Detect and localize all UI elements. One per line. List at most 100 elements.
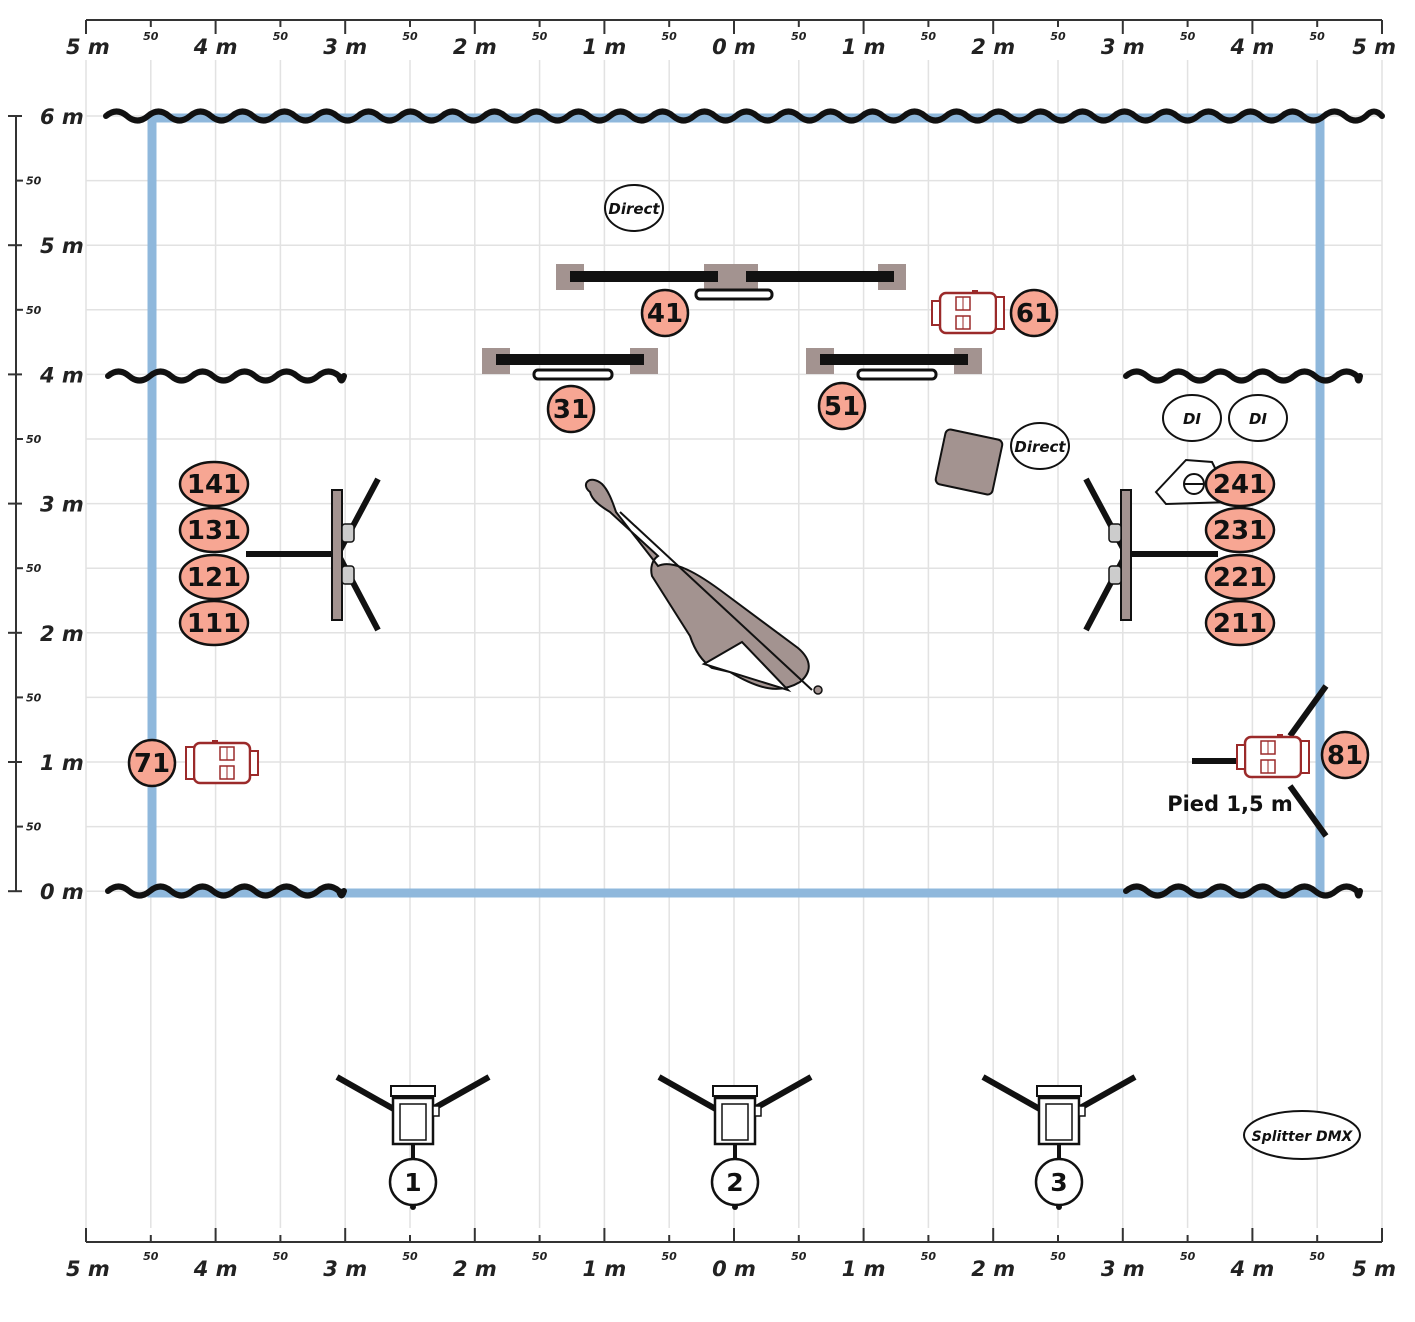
channel-badge-81: 81 — [1320, 730, 1370, 780]
channel-badge-211: 211 — [1204, 599, 1276, 647]
channel-badge-label: 241 — [1213, 470, 1267, 500]
lighting-tree-left — [246, 477, 381, 632]
front-spot-label: 3 — [1050, 1168, 1067, 1197]
tag-di-2: DI — [1228, 394, 1288, 442]
channel-badge-label: 31 — [553, 395, 589, 425]
ruler-label: 2 m — [40, 622, 84, 646]
mid-truss-right — [806, 348, 982, 381]
channel-badge-141: 141 — [178, 460, 250, 508]
ruler-half-label: 50 — [662, 30, 678, 43]
ruler-half-label: 50 — [921, 1250, 937, 1263]
channel-badge-41: 41 — [640, 288, 690, 338]
ruler-half-label: 50 — [532, 1250, 548, 1263]
ruler-label: 5 m — [66, 1257, 110, 1281]
ruler-label: 1 m — [40, 751, 84, 775]
ruler-label: 4 m — [193, 35, 238, 59]
channel-badge-label: 231 — [1213, 516, 1267, 546]
ruler-half-label: 50 — [921, 30, 937, 43]
ruler-half-label: 50 — [1310, 30, 1326, 43]
ruler-label: 3 m — [323, 1257, 367, 1281]
tag-direct-mid: Direct — [1010, 422, 1070, 470]
ruler-half-label: 50 — [26, 304, 42, 317]
ruler-label: 5 m — [66, 35, 110, 59]
ruler-label: 3 m — [1101, 1257, 1145, 1281]
ruler-half-label: 50 — [26, 433, 42, 446]
curtains — [103, 108, 1385, 899]
channel-badge-label: 211 — [1213, 609, 1267, 639]
front-spot-label: 2 — [726, 1168, 743, 1197]
channel-badge-221: 221 — [1204, 553, 1276, 601]
curtain — [1123, 883, 1363, 899]
grid — [85, 60, 1383, 1228]
led-bar — [694, 288, 774, 301]
channel-badge-111: 111 — [178, 599, 250, 647]
curtain — [105, 368, 347, 384]
ruler-half-label: 50 — [26, 821, 42, 834]
channel-badge-label: 71 — [134, 749, 170, 779]
ruler-label: 2 m — [453, 1257, 497, 1281]
ruler-half-label: 50 — [26, 691, 42, 704]
channel-badge-label: 61 — [1016, 299, 1052, 329]
tag-direct-top: Direct — [604, 184, 664, 232]
channel-badge-label: 131 — [187, 516, 241, 546]
red-lamps — [185, 290, 1310, 785]
ruler-half-label: 50 — [26, 175, 42, 188]
ruler-label: 4 m — [1229, 1257, 1274, 1281]
tag-di-2-label: DI — [1249, 410, 1267, 428]
channel-badge-241: 241 — [1204, 460, 1276, 508]
curtain — [1123, 368, 1363, 384]
ruler-label: 1 m — [842, 1257, 886, 1281]
ruler-half-label: 50 — [273, 1250, 289, 1263]
amp-box — [934, 428, 1004, 496]
fresnel-lamp-icon — [931, 290, 1005, 335]
channel-badge-121: 121 — [178, 553, 250, 601]
ruler-half-label: 50 — [402, 30, 418, 43]
ruler-label: 5 m — [1352, 35, 1396, 59]
front-spots: 1 2 3 — [335, 1074, 1137, 1210]
ruler-label: 2 m — [453, 35, 497, 59]
stand-height-note: Pied 1,5 m — [1167, 792, 1293, 816]
channel-badge-label: 221 — [1213, 563, 1267, 593]
ruler-half-label: 50 — [791, 30, 807, 43]
ruler-label: 2 m — [971, 1257, 1015, 1281]
channel-badge-131: 131 — [178, 506, 250, 554]
curtain — [105, 883, 347, 899]
channel-badge-231: 231 — [1204, 506, 1276, 554]
ruler-label: 5 m — [1352, 1257, 1396, 1281]
ruler-half-label: 50 — [273, 30, 289, 43]
fresnel-lamp-icon — [1236, 734, 1310, 779]
ruler-label: 1 m — [582, 1257, 626, 1281]
channel-badge-61: 61 — [1009, 288, 1059, 338]
ruler-half-label: 50 — [1310, 1250, 1326, 1263]
mid-truss-left — [482, 348, 658, 381]
front-spot-2: 2 — [657, 1074, 813, 1210]
ruler-half-label: 50 — [791, 1250, 807, 1263]
ruler-label: 0 m — [712, 35, 756, 59]
lighting-tree-right — [1083, 477, 1218, 632]
ruler-half-label: 50 — [1050, 1250, 1066, 1263]
front-spot-1: 1 — [335, 1074, 491, 1210]
channel-badge-label: 41 — [647, 299, 683, 329]
ruler-half-label: 50 — [1180, 1250, 1196, 1263]
ruler-label: 3 m — [40, 493, 84, 517]
ruler-half-label: 50 — [532, 30, 548, 43]
ruler-label: 6 m — [40, 105, 84, 129]
front-spot-3: 3 — [981, 1074, 1137, 1210]
tag-direct-top-label: Direct — [608, 200, 660, 218]
led-bar — [856, 368, 938, 381]
ruler-half-label: 50 — [1050, 30, 1066, 43]
ruler-label: 3 m — [1101, 35, 1145, 59]
tag-splitter: Splitter DMX — [1243, 1110, 1361, 1160]
tag-direct-mid-label: Direct — [1014, 438, 1066, 456]
ruler-half-label: 50 — [662, 1250, 678, 1263]
channel-badge-71: 71 — [127, 738, 177, 788]
front-spot-label: 1 — [404, 1168, 421, 1197]
ruler-label: 0 m — [40, 880, 84, 904]
ruler-label: 4 m — [193, 1257, 238, 1281]
curtain — [103, 108, 1385, 124]
ruler-label: 1 m — [842, 35, 886, 59]
